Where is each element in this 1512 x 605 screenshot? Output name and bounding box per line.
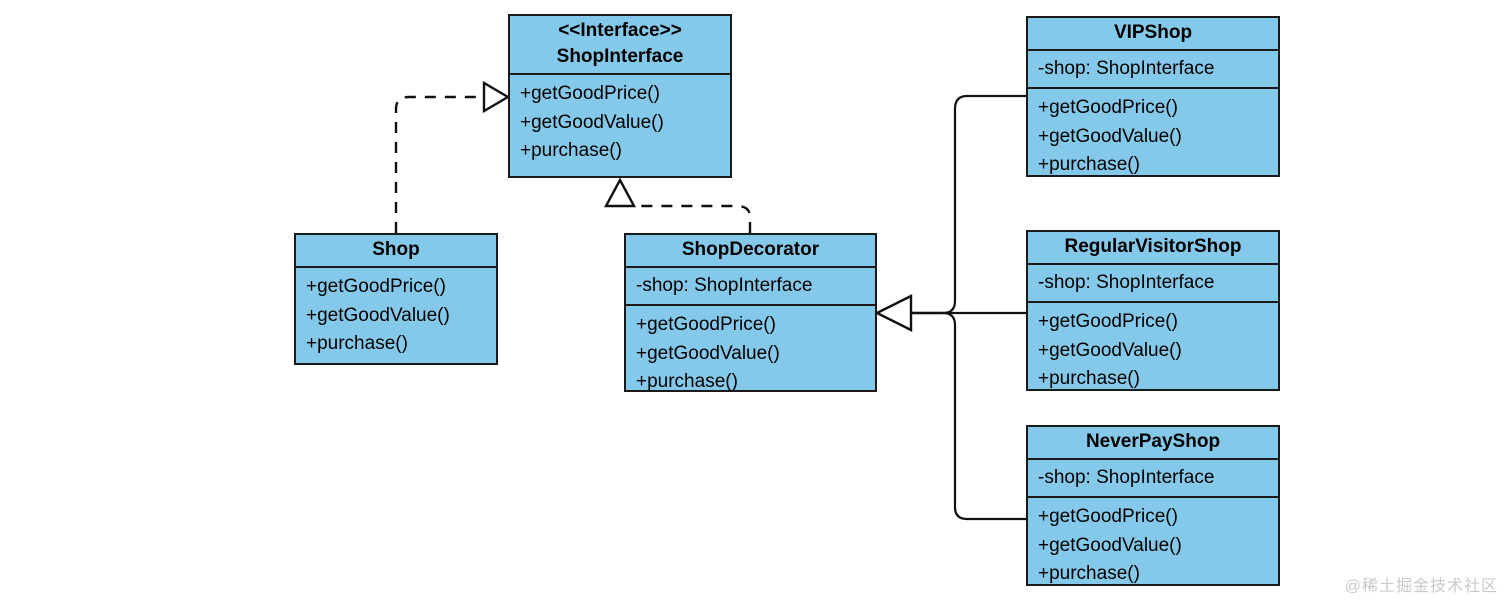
hollow-triangle-arrowhead [482, 80, 511, 114]
attribute-item: -shop: ShopInterface [1038, 272, 1215, 293]
class-name: NeverPayShop [1085, 431, 1221, 452]
class-box-regular-visitor-shop[interactable]: RegularVisitorShop -shop: ShopInterface … [1026, 230, 1280, 391]
hollow-triangle-arrowhead [874, 294, 913, 332]
class-methods-regular-visitor-shop: +getGoodPrice() +getGoodValue() +purchas… [1028, 301, 1278, 400]
class-stereotype: <<Interface>> [558, 20, 682, 41]
method-item: +getGoodValue() [636, 342, 780, 364]
method-item: +getGoodValue() [1038, 339, 1182, 361]
attribute-item: -shop: ShopInterface [1038, 58, 1215, 79]
edge-neverpayshop-to-shopdecorator [911, 311, 1026, 521]
method-item: +getGoodPrice() [636, 314, 776, 335]
method-item: +purchase() [1038, 154, 1140, 175]
class-methods-vip-shop: +getGoodPrice() +getGoodValue() +purchas… [1028, 87, 1278, 186]
hollow-triangle-arrowhead [603, 177, 637, 208]
method-item: +getGoodPrice() [520, 83, 660, 104]
class-box-shop-decorator[interactable]: ShopDecorator -shop: ShopInterface +getG… [624, 233, 877, 392]
method-item: +purchase() [306, 333, 408, 354]
class-attributes-never-pay-shop: -shop: ShopInterface [1028, 458, 1278, 496]
class-methods-shop: +getGoodPrice() +getGoodValue() +purchas… [296, 266, 496, 365]
class-box-never-pay-shop[interactable]: NeverPayShop -shop: ShopInterface +getGo… [1026, 425, 1280, 586]
class-box-vip-shop[interactable]: VIPShop -shop: ShopInterface +getGoodPri… [1026, 16, 1280, 177]
watermark-text: @稀土掘金技术社区 [1344, 578, 1498, 595]
method-item: +getGoodPrice() [1038, 506, 1178, 527]
class-attributes-vip-shop: -shop: ShopInterface [1028, 49, 1278, 87]
class-header-shop-decorator: ShopDecorator [626, 235, 875, 266]
class-name: ShopDecorator [681, 239, 820, 260]
class-name: VIPShop [1113, 22, 1193, 43]
class-header-vip-shop: VIPShop [1028, 18, 1278, 49]
class-header-never-pay-shop: NeverPayShop [1028, 427, 1278, 458]
method-item: +purchase() [520, 140, 622, 161]
class-header-regular-visitor-shop: RegularVisitorShop [1028, 232, 1278, 263]
class-attributes-shop-decorator: -shop: ShopInterface [626, 266, 875, 304]
method-item: +getGoodValue() [1038, 125, 1182, 147]
method-item: +getGoodPrice() [1038, 97, 1178, 118]
method-item: +purchase() [1038, 563, 1140, 584]
class-box-shop[interactable]: Shop +getGoodPrice() +getGoodValue() +pu… [294, 233, 498, 365]
method-item: +getGoodValue() [1038, 534, 1182, 556]
edge-shopdecorator-to-shopinterface [603, 177, 752, 233]
method-item: +purchase() [636, 371, 738, 392]
class-name: ShopInterface [556, 46, 684, 67]
method-item: +getGoodPrice() [306, 276, 446, 297]
method-item: +getGoodPrice() [1038, 311, 1178, 332]
class-methods-shop-interface: +getGoodPrice() +getGoodValue() +purchas… [510, 73, 730, 172]
class-name: RegularVisitorShop [1064, 236, 1242, 257]
class-methods-shop-decorator: +getGoodPrice() +getGoodValue() +purchas… [626, 304, 875, 403]
class-box-shop-interface[interactable]: <<Interface>> ShopInterface +getGoodPric… [508, 14, 732, 178]
class-attributes-regular-visitor-shop: -shop: ShopInterface [1028, 263, 1278, 301]
class-header-shop-interface: <<Interface>> ShopInterface [510, 16, 730, 73]
edge-vipshop-to-shopdecorator [911, 94, 1026, 315]
class-name: Shop [372, 239, 420, 260]
edge-shop-to-shopinterface [394, 80, 511, 233]
attribute-item: -shop: ShopInterface [636, 275, 813, 296]
class-header-shop: Shop [296, 235, 496, 266]
method-item: +purchase() [1038, 368, 1140, 389]
method-item: +getGoodValue() [306, 304, 450, 326]
method-item: +getGoodValue() [520, 111, 664, 133]
attribute-item: -shop: ShopInterface [1038, 467, 1215, 488]
class-methods-never-pay-shop: +getGoodPrice() +getGoodValue() +purchas… [1028, 496, 1278, 595]
